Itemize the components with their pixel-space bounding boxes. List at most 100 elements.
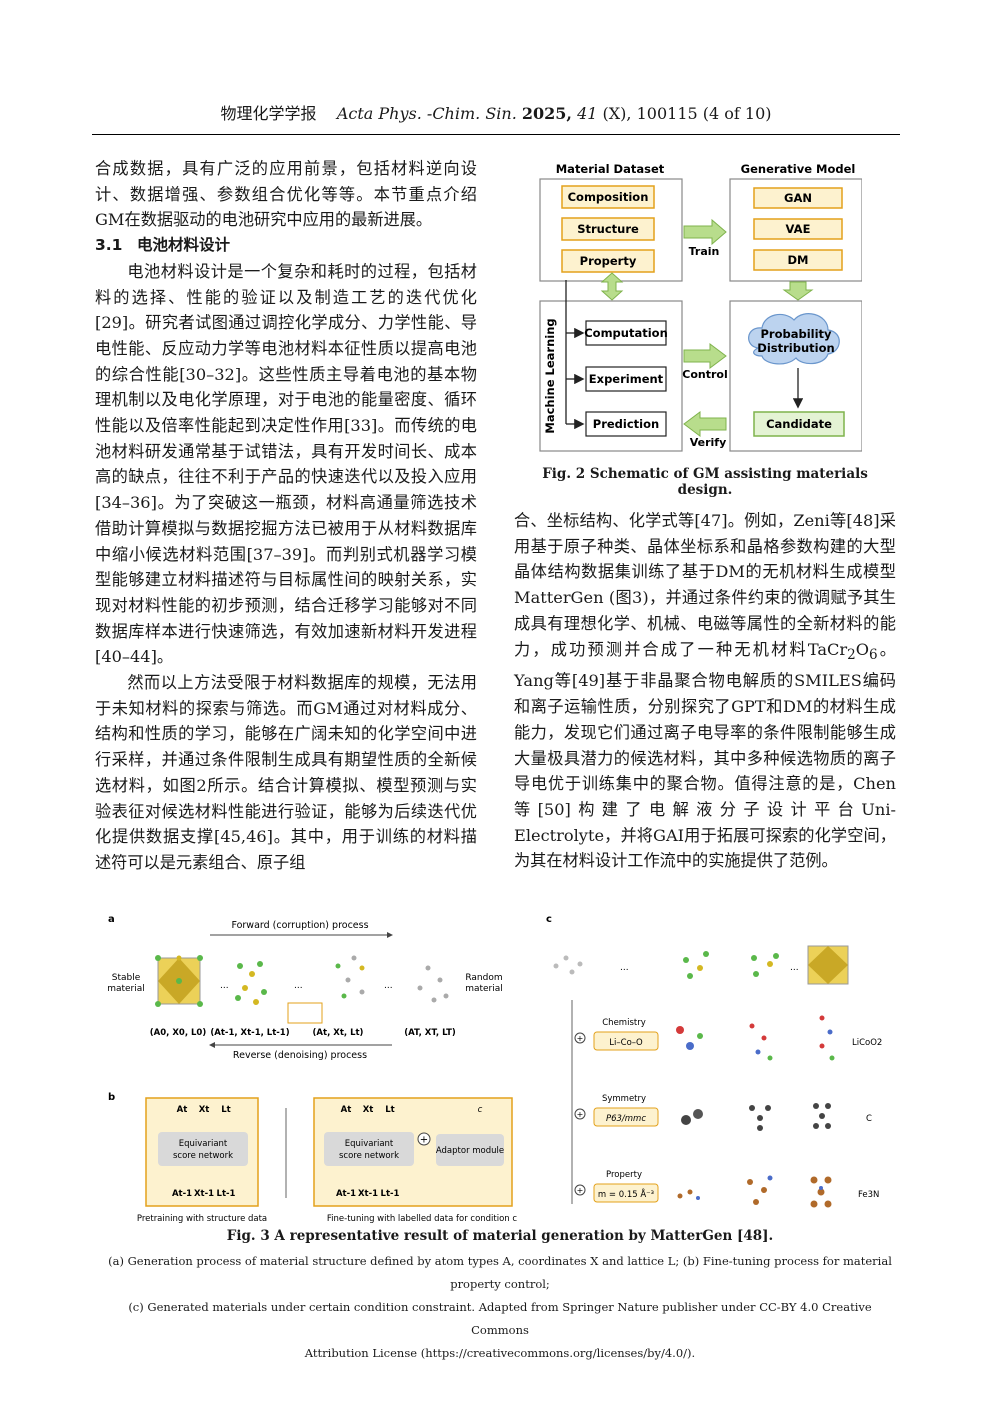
ellipsis: ... <box>294 981 303 991</box>
figure-3-mattergen: a Forward (corruption) process Stable ma… <box>107 914 882 1224</box>
control-label: Control <box>682 368 727 381</box>
svg-text:...: ... <box>620 963 629 973</box>
pretrain-caption: Pretraining with structure data <box>137 1214 267 1224</box>
section-title: 电池材料设计 <box>137 236 231 255</box>
year: 2025, <box>521 104 572 123</box>
model-item-box <box>753 218 843 240</box>
network-label: Equivariant <box>179 1139 228 1149</box>
panel-a-label: a <box>108 914 115 925</box>
input-label: At <box>177 1105 188 1115</box>
panel-b-label: b <box>108 1092 115 1103</box>
ml-label: Machine Learning <box>543 318 557 433</box>
train-label: Train <box>689 245 720 258</box>
row-result: Fe3N <box>858 1190 879 1200</box>
candidate-box <box>753 411 845 437</box>
state-label: (At-1, Xt-1, Lt-1) <box>210 1028 289 1038</box>
ml-item-box <box>585 366 667 392</box>
ellipsis: ... <box>384 981 393 991</box>
plus-icon <box>417 1132 431 1146</box>
journal-en: Acta Phys. -Chim. Sin. <box>336 104 517 123</box>
condition-row-property: + Property m = 0.15 Å⁻³ Fe3N <box>574 1170 879 1208</box>
stable-crystal <box>155 955 203 1007</box>
noisy-structure <box>235 955 449 1005</box>
output-label: At-1 <box>172 1189 192 1199</box>
subscript: 6 <box>869 646 878 663</box>
input-label: At <box>341 1105 352 1115</box>
row-value: m = 0.15 Å⁻³ <box>598 1188 654 1200</box>
dataset-item-composition: Composition <box>568 190 649 204</box>
row-result: LiCoO2 <box>852 1038 882 1048</box>
svg-text:+: + <box>577 1110 584 1119</box>
input-label: Xt <box>363 1105 374 1115</box>
row-title: Chemistry <box>602 1018 645 1028</box>
dataset-item-property: Property <box>580 254 637 268</box>
row-value: P63/mmc <box>606 1114 646 1124</box>
right-column: 合、坐标结构、化学式等[47]。例如，Zeni等[48]采用基于原子种类、晶体坐… <box>514 508 896 874</box>
dataset-title: Material Dataset <box>556 162 665 176</box>
issue-page: (X), 100115 (4 of 10) <box>602 104 772 123</box>
adaptor-box <box>436 1134 504 1166</box>
cloud-shape <box>748 313 840 365</box>
model-item-dm: DM <box>788 253 809 267</box>
input-label: Lt <box>221 1105 230 1115</box>
ml-item-computation: Computation <box>584 326 668 340</box>
model-item-gan: GAN <box>784 191 812 205</box>
row-value-box <box>593 1031 659 1051</box>
figure-2-caption: Fig. 2 Schematic of GM assisting materia… <box>542 466 868 498</box>
dataset-item-box <box>561 249 655 273</box>
output-label: Lt-1 <box>217 1189 236 1199</box>
output-label: Xt-1 <box>358 1189 378 1199</box>
network-box <box>158 1132 248 1166</box>
journal-cn: 物理化学学报 <box>220 104 317 123</box>
subcaption-line: (c) Generated materials under certain co… <box>128 1300 872 1337</box>
paragraph: 然而以上方法受限于材料数据库的规模，无法用于未知材料的探索与筛选。而GM通过对材… <box>95 673 477 872</box>
exchange-arrow <box>600 272 624 301</box>
stable-label: material <box>107 984 145 994</box>
row-value-box <box>593 1107 659 1127</box>
running-header: 物理化学学报 Acta Phys. -Chim. Sin. 2025, 41 (… <box>92 104 900 124</box>
cloud-text-line: Distribution <box>757 341 834 355</box>
model-item-box <box>753 249 843 271</box>
state-label: (At, Xt, Lt) <box>313 1028 364 1038</box>
ml-item-box <box>585 320 667 346</box>
section-heading: 3.1 电池材料设计 <box>95 233 477 259</box>
svg-text:+: + <box>577 1186 584 1195</box>
generate-arrow <box>782 281 814 301</box>
reverse-label: Reverse (denoising) process <box>233 1050 367 1061</box>
network-label: score network <box>173 1151 233 1161</box>
figure-3-caption: Fig. 3 A representative result of materi… <box>226 1228 774 1244</box>
text-run: O <box>855 639 870 659</box>
generation-sequence: ... ... <box>553 945 849 985</box>
ellipsis: ... <box>220 981 229 991</box>
dataset-item-box <box>561 217 655 241</box>
ml-item-box <box>585 411 667 437</box>
ml-item-prediction: Prediction <box>593 417 659 431</box>
candidate-label: Candidate <box>766 417 832 431</box>
model-item-box <box>753 187 843 209</box>
output-label: Lt-1 <box>381 1189 400 1199</box>
paragraph: 合成数据，具有广泛的应用前景，包括材料逆向设计、数据增强、参数组合优化等等。本节… <box>95 159 477 230</box>
dataset-item-structure: Structure <box>577 222 639 236</box>
dataset-item-box <box>561 185 655 209</box>
condition-label: c <box>478 1105 483 1115</box>
section-number: 3.1 <box>95 236 123 255</box>
panel-c-label: c <box>546 914 552 925</box>
text-run: 。Yang等[49]基于非晶聚合物电解质的SMILES编码和离子运输性质，分别探… <box>514 639 896 871</box>
network-box <box>324 1132 414 1166</box>
ml-item-experiment: Experiment <box>589 372 664 386</box>
random-label: material <box>465 984 503 994</box>
row-result: C <box>866 1114 872 1124</box>
left-column: 合成数据，具有广泛的应用前景，包括材料逆向设计、数据增强、参数组合优化等等。本节… <box>95 156 477 876</box>
svg-text:+: + <box>577 1034 584 1043</box>
plus-icon: + <box>420 1135 428 1146</box>
header-rule <box>92 134 900 135</box>
adaptor-label: Adaptor module <box>436 1146 504 1156</box>
text-run: 合、坐标结构、化学式等[47]。例如，Zeni等[48]采用基于原子种类、晶体坐… <box>514 511 896 659</box>
output-label: At-1 <box>336 1189 356 1199</box>
volume: 41 <box>577 104 598 123</box>
highlight-box <box>287 1002 323 1024</box>
network-label: Equivariant <box>345 1139 394 1149</box>
train-arrow <box>683 218 727 246</box>
network-label: score network <box>339 1151 399 1161</box>
random-label: Random <box>465 973 502 983</box>
